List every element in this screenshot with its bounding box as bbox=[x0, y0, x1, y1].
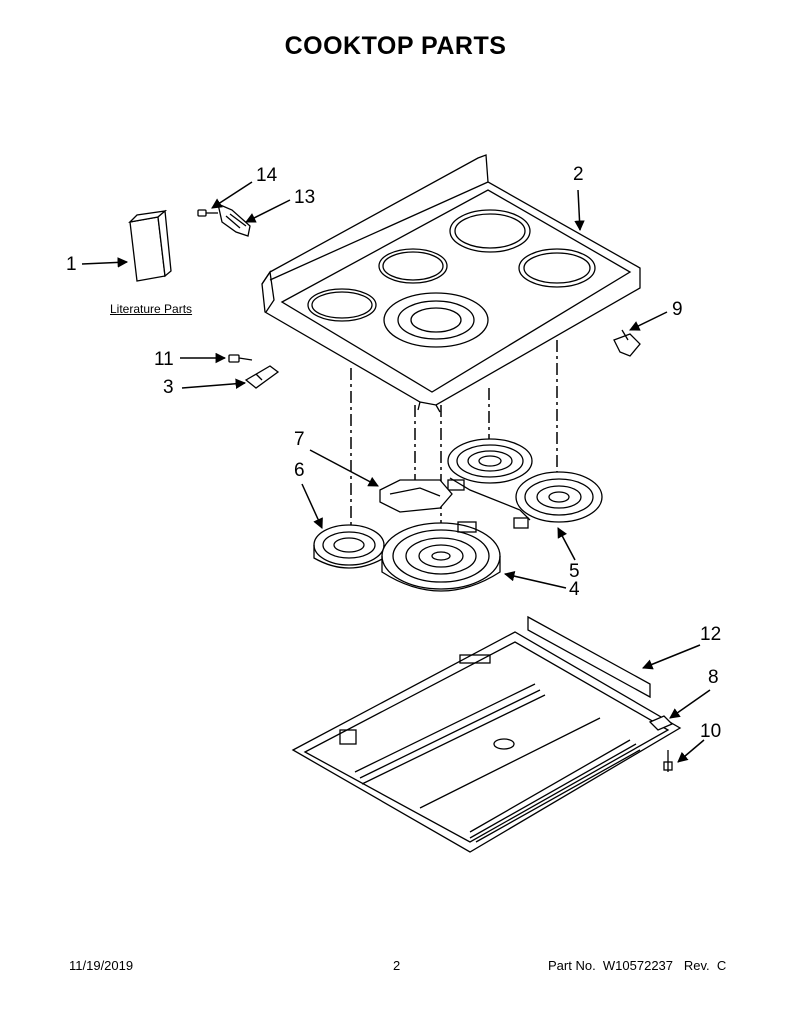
footer-part-number: Part No. W10572237 Rev. C bbox=[548, 958, 727, 973]
callout-8: 8 bbox=[708, 667, 719, 688]
corner-bracket bbox=[648, 715, 674, 731]
footer-page-number: 2 bbox=[393, 958, 401, 973]
literature-booklet bbox=[128, 209, 172, 282]
callout-2: 2 bbox=[573, 164, 584, 185]
footer-date: 11/19/2019 bbox=[69, 958, 134, 973]
screw-part bbox=[228, 354, 253, 363]
callout-1: 1 bbox=[66, 254, 77, 275]
dual-burner-element bbox=[447, 438, 603, 529]
rear-strip bbox=[527, 615, 651, 699]
cooktop-glass bbox=[261, 154, 641, 413]
callout-13: 13 bbox=[294, 187, 316, 208]
callout-11: 11 bbox=[154, 349, 174, 370]
alignment-lines bbox=[350, 340, 558, 570]
large-burner-element bbox=[381, 521, 501, 592]
callout-6: 6 bbox=[294, 460, 305, 481]
callout-12: 12 bbox=[700, 624, 722, 645]
leveling-screw bbox=[663, 750, 673, 772]
bracket-part bbox=[244, 365, 280, 389]
literature-parts-label: Literature Parts bbox=[110, 302, 193, 316]
small-burner-element bbox=[313, 524, 385, 569]
screw-bracket-assembly bbox=[197, 202, 251, 237]
callout-10: 10 bbox=[700, 721, 722, 742]
heat-shield bbox=[379, 479, 453, 513]
base-pan bbox=[291, 631, 682, 853]
callout-3: 3 bbox=[163, 377, 174, 398]
callout-14: 14 bbox=[256, 165, 278, 186]
callout-4: 4 bbox=[569, 579, 580, 600]
callout-arrows bbox=[81, 181, 711, 763]
callout-9: 9 bbox=[672, 299, 683, 320]
callout-5: 5 bbox=[569, 561, 580, 582]
clip-part bbox=[613, 329, 641, 357]
callout-7: 7 bbox=[294, 429, 305, 450]
page-title: COOKTOP PARTS bbox=[284, 32, 507, 60]
